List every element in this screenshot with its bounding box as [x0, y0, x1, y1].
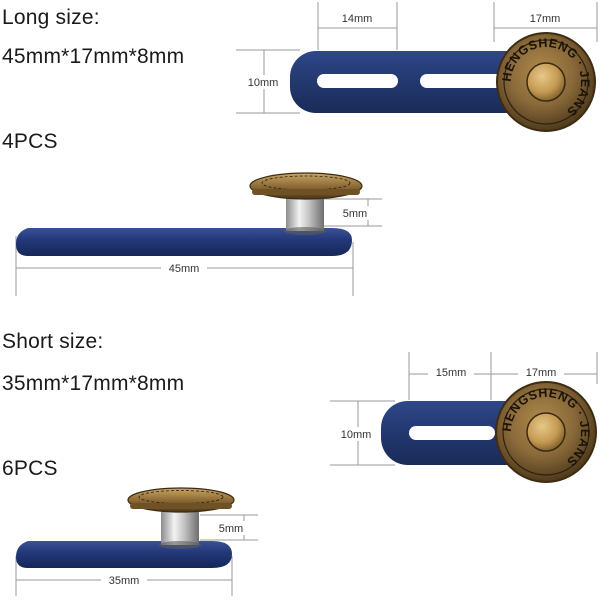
short-button-center: [526, 412, 566, 452]
short-height-label: 10mm: [341, 429, 372, 441]
short-size-count: 6PCS: [2, 457, 58, 480]
long-size-heading: Long size:: [2, 6, 100, 29]
long-size-spec: 45mm*17mm*8mm: [2, 45, 185, 68]
short-depth-label: 5mm: [219, 523, 243, 535]
long-height-label: 10mm: [248, 77, 279, 89]
short-size-spec: 35mm*17mm*8mm: [2, 372, 185, 395]
short-top-view: 15mm 17mm 10mm HENGSHENG · JEANS: [330, 352, 598, 483]
long-size-count: 4PCS: [2, 130, 58, 153]
short-size-heading: Short size:: [2, 330, 104, 353]
short-button-width-label: 17mm: [526, 367, 557, 379]
long-button-center: [526, 62, 566, 102]
long-strap-slot: [317, 74, 398, 88]
long-button-shank: [286, 197, 324, 231]
long-top-view: 14mm 17mm 10mm HENGSHENG · JEANS: [236, 2, 598, 132]
short-button-shank: [161, 511, 199, 545]
short-slot-spacing-label: 15mm: [436, 367, 467, 379]
long-slot-spacing-label: 14mm: [342, 13, 373, 25]
long-strap-slot: [420, 74, 506, 88]
short-side-view: 35mm 5mm: [15, 487, 258, 596]
short-strap-slot: [409, 426, 495, 440]
long-depth-label: 5mm: [343, 208, 367, 220]
short-length-label: 35mm: [109, 575, 140, 587]
long-strap-side: [16, 228, 352, 256]
long-side-view: 45mm 5mm: [15, 172, 382, 296]
long-button-width-label: 17mm: [530, 13, 561, 25]
long-length-label: 45mm: [169, 263, 200, 275]
